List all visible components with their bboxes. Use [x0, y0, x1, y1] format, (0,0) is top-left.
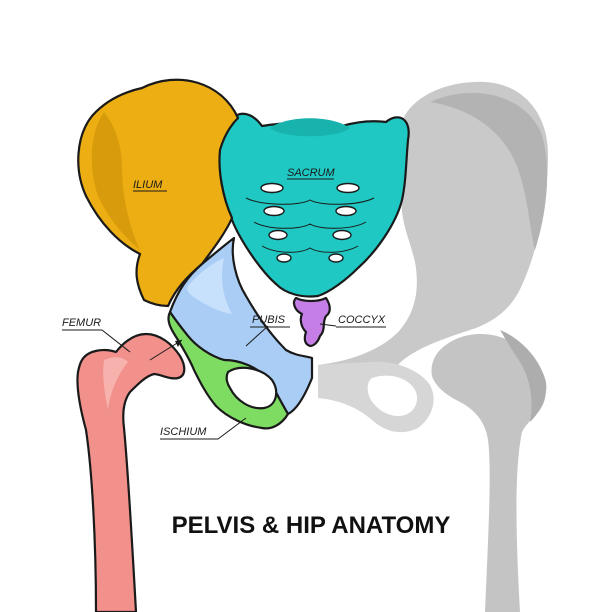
foramen-right-2 [335, 205, 357, 217]
coccyx-leader [319, 323, 337, 327]
ischium-label: ISCHIUM [160, 426, 207, 438]
coccyx [292, 296, 331, 348]
right-ilium-shadow [430, 92, 548, 250]
pubis-label: PUBIS [252, 314, 286, 326]
foramen-right-4 [328, 253, 344, 263]
right-ilium [318, 81, 548, 395]
ischium-leader [160, 417, 247, 440]
foramen-left-4 [276, 253, 292, 263]
sacral-foramina [260, 182, 360, 263]
foramen-left-2 [263, 205, 285, 217]
foramen-left-1 [260, 182, 284, 194]
ilium-label: ILIUM [133, 179, 163, 191]
labels: ILIUM SACRUM PUBIS COCCYX FEMUR ISCHIUM [62, 167, 386, 438]
ilium-shade [91, 112, 140, 250]
pubis-highlight [187, 258, 232, 314]
right-obturator [367, 375, 418, 416]
obturator-foramen [225, 366, 278, 410]
sacrum-group [216, 112, 410, 298]
femur-leader [62, 329, 131, 353]
foramen-right-3 [332, 229, 352, 241]
right-femur [431, 334, 546, 612]
foramen-right-1 [336, 182, 360, 194]
ilium [77, 78, 240, 308]
femur-label: FEMUR [62, 317, 101, 329]
pubis-leader [245, 325, 269, 347]
right-femur-shadow [500, 330, 547, 422]
sacrum-promontory [270, 118, 350, 137]
right-hemipelvis [318, 81, 548, 612]
foramen-left-3 [268, 229, 288, 241]
femur-arrowhead [175, 340, 182, 347]
femur-highlight [103, 357, 128, 410]
coccyx-label: COCCYX [338, 314, 386, 326]
sacrum [216, 112, 410, 298]
diagram-title: PELVIS & HIP ANATOMY [172, 512, 451, 539]
sacrum-label: SACRUM [287, 167, 336, 179]
leader-lines [62, 323, 337, 440]
femur [76, 332, 186, 612]
sacral-ridges [245, 197, 375, 253]
